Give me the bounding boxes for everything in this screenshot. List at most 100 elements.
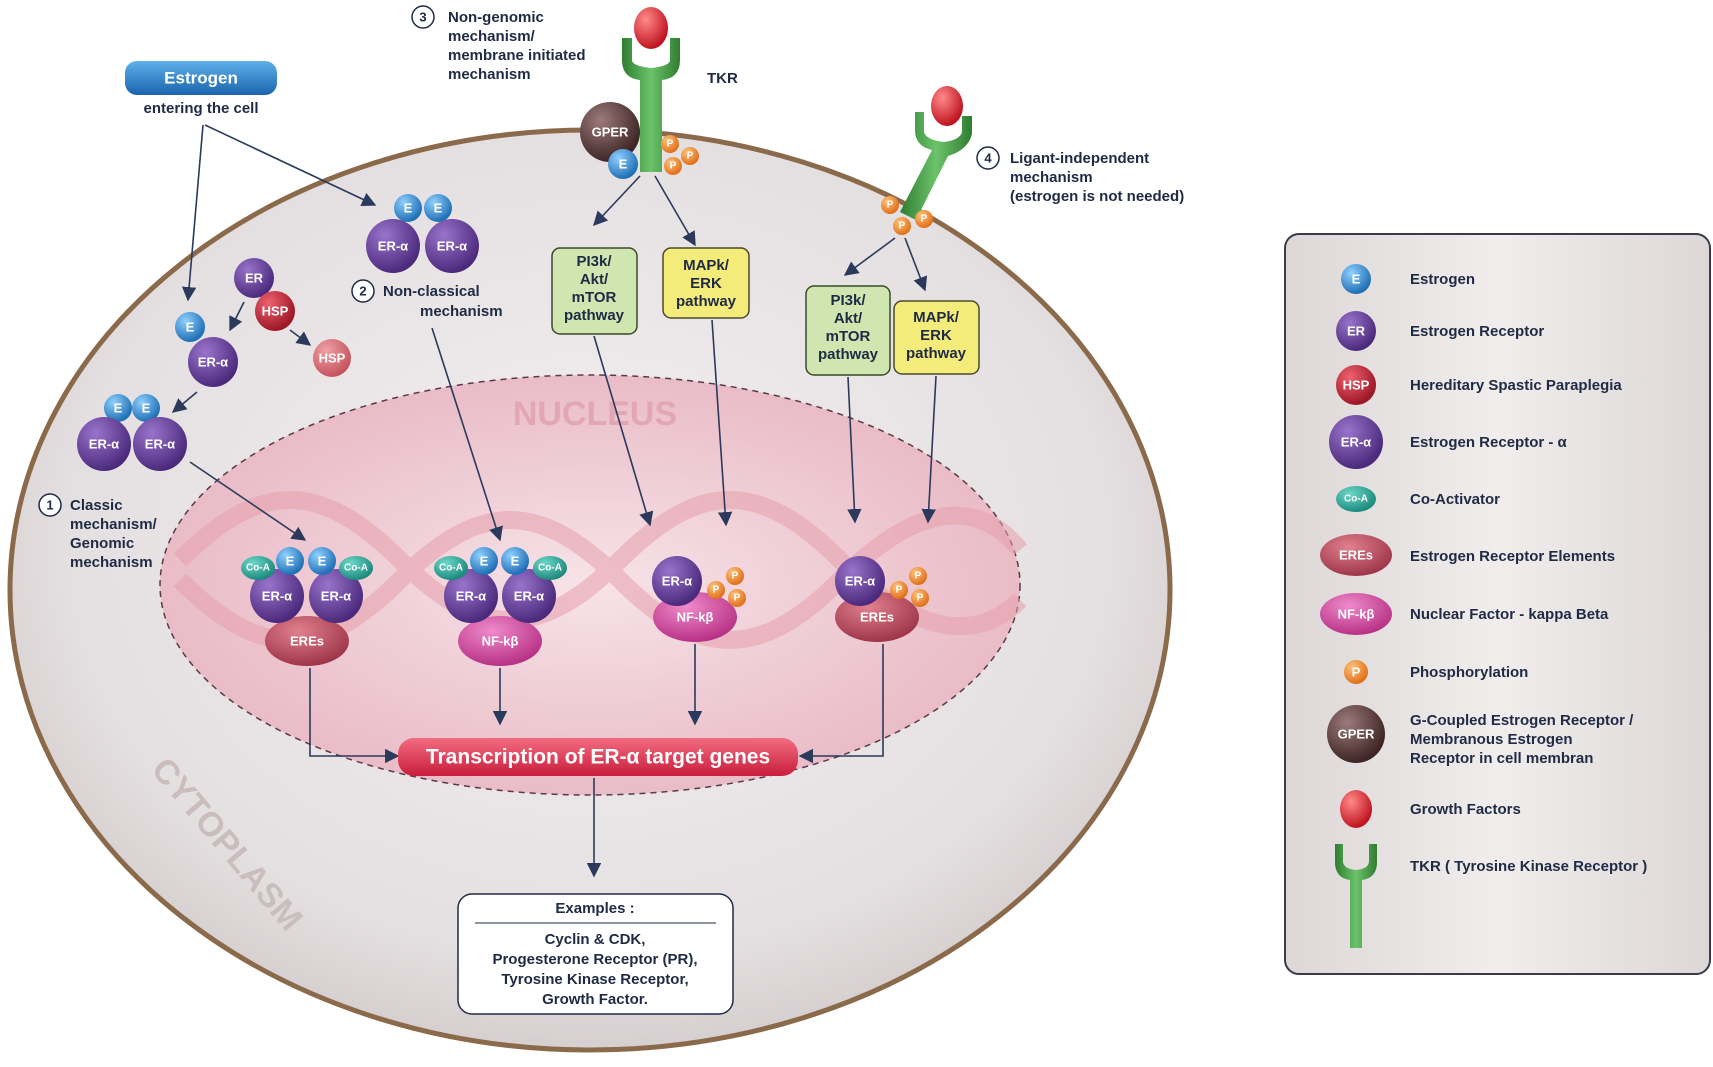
svg-text:ERK: ERK: [920, 327, 952, 344]
svg-text:mechanism: mechanism: [448, 66, 531, 83]
svg-text:mechanism: mechanism: [1010, 169, 1093, 186]
svg-text:EREs: EREs: [290, 634, 324, 649]
svg-text:NF-kβ: NF-kβ: [1338, 607, 1375, 622]
svg-text:Ligant-independent: Ligant-independent: [1010, 150, 1149, 167]
arrow-mapk3-to-nucleus: [711, 319, 733, 527]
er-hsp-complex: ER HSP: [234, 258, 295, 331]
svg-text:E: E: [619, 157, 628, 172]
svg-text:E: E: [114, 401, 123, 416]
nuclear-complex-nongenomic: NF-kβ ER-α P P P: [652, 556, 746, 642]
tkr-icon-legend: [1335, 844, 1377, 948]
svg-text:4: 4: [984, 151, 992, 166]
svg-text:Co-A: Co-A: [246, 563, 270, 574]
svg-text:ER-α: ER-α: [198, 355, 228, 370]
svg-text:Co-Activator: Co-Activator: [1410, 491, 1500, 508]
svg-text:P: P: [915, 571, 922, 582]
era-dimer-nonclassical: E E ER-α ER-α: [366, 194, 479, 273]
svg-text:P: P: [899, 221, 906, 232]
svg-text:ER-α: ER-α: [437, 239, 467, 254]
svg-text:Estrogen Receptor: Estrogen Receptor: [1410, 323, 1544, 340]
svg-text:Akt/: Akt/: [834, 310, 863, 327]
svg-text:ER: ER: [245, 271, 264, 286]
estrogen-badge-label: Estrogen: [164, 69, 238, 88]
legend-item-coa: Co-A Co-Activator: [1336, 486, 1500, 512]
legend-item-eres: EREs Estrogen Receptor Elements: [1320, 534, 1615, 576]
svg-text:E: E: [434, 201, 443, 216]
svg-text:mechanism: mechanism: [420, 303, 503, 320]
legend-panel: E Estrogen ER Estrogen Receptor HSP Here…: [1284, 233, 1711, 975]
svg-text:2: 2: [359, 284, 366, 299]
era-dimer-cytoplasm: E E ER-α ER-α: [77, 394, 187, 471]
svg-text:Estrogen Receptor - α: Estrogen Receptor - α: [1410, 434, 1568, 451]
svg-text:TKR ( Tyrosine Kinase Receptor: TKR ( Tyrosine Kinase Receptor ): [1410, 858, 1647, 875]
legend-item-estrogen: E Estrogen: [1341, 264, 1475, 294]
svg-text:pathway: pathway: [906, 345, 967, 362]
legend-item-er: ER Estrogen Receptor: [1336, 311, 1544, 351]
svg-text:ER-α: ER-α: [378, 239, 408, 254]
svg-text:GPER: GPER: [1338, 727, 1375, 742]
svg-text:Growth Factor.: Growth Factor.: [542, 991, 648, 1008]
legend-item-era: ER-α Estrogen Receptor - α: [1329, 415, 1568, 469]
svg-text:MAPk/: MAPk/: [683, 257, 730, 274]
svg-text:Receptor in cell membran: Receptor in cell membran: [1410, 750, 1593, 767]
arrow-ligand-to-transcription: [798, 644, 884, 764]
nuclear-complex-classic: EREs ER-α ER-α E E Co-A Co-A: [241, 547, 373, 666]
tkr-label: TKR: [707, 70, 738, 87]
transcription-label: Transcription of ER-α target genes: [426, 746, 770, 769]
svg-text:HSP: HSP: [319, 351, 346, 366]
svg-text:mTOR: mTOR: [826, 328, 871, 345]
arrow-hsp-release: [289, 329, 312, 346]
svg-text:E: E: [511, 554, 520, 569]
svg-text:Genomic: Genomic: [70, 535, 134, 552]
legend-item-tkr: TKR ( Tyrosine Kinase Receptor ): [1335, 844, 1647, 948]
svg-text:Co-A: Co-A: [1344, 494, 1368, 505]
arrow-tkr4-to-pi3k: [843, 237, 896, 276]
svg-text:NF-kβ: NF-kβ: [482, 634, 519, 649]
svg-text:GPER: GPER: [592, 125, 629, 140]
svg-text:EREs: EREs: [1339, 548, 1373, 563]
svg-text:pathway: pathway: [676, 293, 737, 310]
svg-text:Non-classical: Non-classical: [383, 283, 480, 300]
arrow-tkr4-to-mapk: [904, 237, 928, 292]
svg-text:E: E: [142, 401, 151, 416]
tkr-receptor-right: P P P: [881, 86, 972, 235]
svg-text:P: P: [713, 585, 720, 596]
svg-text:pathway: pathway: [564, 307, 625, 324]
svg-text:Cyclin & CDK,: Cyclin & CDK,: [545, 931, 646, 948]
svg-text:E: E: [404, 201, 413, 216]
hsp-released: HSP: [313, 339, 351, 377]
svg-text:Phosphorylation: Phosphorylation: [1410, 664, 1528, 681]
estrogen-badge: [125, 61, 277, 95]
svg-text:membrane initiated: membrane initiated: [448, 47, 586, 64]
svg-text:HSP: HSP: [1343, 378, 1370, 393]
svg-text:pathway: pathway: [818, 346, 879, 363]
estrogen-era-monomer: E ER-α: [175, 312, 238, 387]
pi3k-pathway-box-3: PI3k/ Akt/ mTOR pathway: [551, 247, 638, 335]
svg-text:Estrogen Receptor Elements: Estrogen Receptor Elements: [1410, 548, 1615, 565]
svg-text:Membranous Estrogen: Membranous Estrogen: [1410, 731, 1573, 748]
examples-box: Examples : Cyclin & CDK, Progesterone Re…: [457, 893, 734, 1015]
svg-text:P: P: [734, 593, 741, 604]
mapk-pathway-box-4: MAPk/ ERK pathway: [893, 300, 980, 375]
svg-text:3: 3: [419, 10, 426, 25]
transcription-bar: [398, 738, 798, 776]
svg-text:mechanism/: mechanism/: [448, 28, 536, 45]
nuclear-complex-ligand-independent: EREs ER-α P P P: [835, 556, 929, 642]
svg-text:ER-α: ER-α: [456, 589, 486, 604]
svg-text:Akt/: Akt/: [580, 271, 609, 288]
svg-text:ERK: ERK: [690, 275, 722, 292]
mechanism-3-label: 3 Non-genomic mechanism/ membrane initia…: [411, 5, 586, 83]
svg-text:ER-α: ER-α: [514, 589, 544, 604]
svg-text:Co-A: Co-A: [538, 563, 562, 574]
svg-text:PI3k/: PI3k/: [576, 253, 612, 270]
svg-text:E: E: [318, 554, 327, 569]
svg-text:P: P: [670, 161, 677, 172]
nuclear-complex-nonclassical: NF-kβ ER-α ER-α E E Co-A Co-A: [434, 547, 567, 666]
svg-text:P: P: [1352, 665, 1361, 680]
svg-text:Co-A: Co-A: [344, 563, 368, 574]
svg-text:Non-genomic: Non-genomic: [448, 9, 544, 26]
tkr-receptor-top: [622, 7, 680, 172]
svg-text:Examples :: Examples :: [555, 900, 634, 917]
svg-text:ER: ER: [1347, 324, 1366, 339]
